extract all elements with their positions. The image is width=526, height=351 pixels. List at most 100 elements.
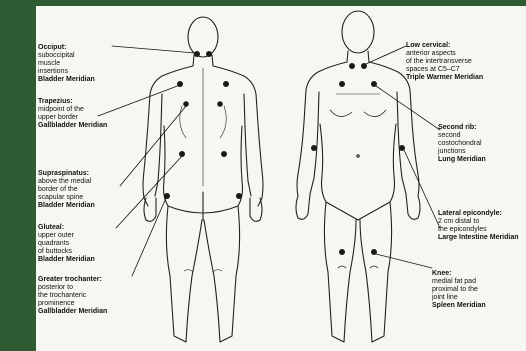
back-left-contour — [143, 55, 194, 206]
front-left-breast — [330, 110, 352, 117]
front-torso-left — [320, 124, 326, 202]
label-supraspinatus-title: Supraspinatus: — [38, 170, 95, 178]
label-low-cervical-line3: spaces at C5–C7 — [406, 66, 483, 74]
label-second-rib-line3: junctions — [438, 148, 486, 156]
label-epicondyle-line1: 2 cm distal to — [438, 218, 524, 226]
label-epicondyle-title: Lateral epicondyle: — [438, 210, 524, 218]
label-trapezius: Trapezius: midpoint of the upper border … — [38, 98, 107, 130]
front-right-arm-inner — [397, 92, 406, 194]
back-right-knee — [213, 270, 222, 272]
label-knee: Knee: medial fat pad proximal to the joi… — [432, 270, 486, 310]
label-epicondyle-meridian: Large Intestine Meridian — [438, 234, 524, 242]
leader-low-cervical — [366, 46, 406, 64]
front-right-knee — [370, 266, 378, 268]
point-trochanter-left — [164, 193, 170, 199]
back-right-arm-inner — [244, 94, 251, 196]
front-figure — [296, 11, 420, 342]
front-left-leg — [324, 202, 356, 342]
leader-trapezius — [98, 85, 180, 116]
label-second-rib: Second rib: second costochondral junctio… — [438, 124, 486, 164]
front-head — [342, 11, 374, 53]
diagram-panel: Occiput: suboccipital muscle insertions … — [36, 6, 526, 351]
label-second-rib-title: Second rib: — [438, 124, 486, 132]
label-supraspinatus-line3: scapular spine — [38, 194, 95, 202]
front-right-leg — [360, 202, 392, 342]
label-trapezius-title: Trapezius: — [38, 98, 107, 106]
front-right-breast — [364, 110, 386, 117]
front-navel — [357, 155, 359, 157]
label-second-rib-meridian: Lung Meridian — [438, 156, 486, 164]
label-occiput-line3: insertions — [38, 68, 95, 76]
leader-second-rib — [376, 86, 440, 130]
point-cervical-left — [349, 63, 355, 69]
label-trochanter-line3: prominence — [38, 300, 118, 308]
label-second-rib-line2: costochondral — [438, 140, 486, 148]
label-low-cervical-title: Low cervical: — [406, 42, 483, 50]
label-low-cervical-line1: anterior aspects — [406, 50, 483, 58]
back-left-leg — [166, 206, 202, 342]
label-trochanter-title: Greater trochanter: — [38, 276, 118, 284]
leader-gluteal — [116, 156, 182, 228]
label-low-cervical-line2: of the intertransverse — [406, 58, 483, 66]
point-occiput-right — [206, 51, 212, 57]
point-trapezius-right — [223, 81, 229, 87]
front-right-hand — [406, 194, 420, 219]
label-knee-line2: proximal to the — [432, 286, 486, 294]
label-knee-line1: medial fat pad — [432, 278, 486, 286]
label-trapezius-line2: upper border — [38, 114, 107, 122]
point-rib-left — [339, 81, 345, 87]
front-torso-right — [390, 124, 396, 202]
frame-left-bar — [0, 0, 36, 351]
point-knee-left — [339, 249, 345, 255]
point-trochanter-right — [236, 193, 242, 199]
label-occiput: Occiput: suboccipital muscle insertions … — [38, 44, 95, 84]
leader-lines — [98, 46, 440, 276]
point-supraspinatus-right — [217, 101, 223, 107]
label-trochanter-meridian: Gallbladder Meridian — [38, 308, 118, 316]
label-epicondyle-line2: the epicondyles — [438, 226, 524, 234]
front-left-arm-inner — [310, 92, 319, 194]
point-occiput-left — [194, 51, 200, 57]
leader-occiput — [112, 46, 195, 53]
label-gluteal-title: Gluteal: — [38, 224, 95, 232]
leader-knee — [376, 254, 432, 268]
label-supraspinatus-line1: above the medial — [38, 178, 95, 186]
back-right-scapula — [220, 106, 226, 138]
label-occiput-line2: muscle — [38, 60, 95, 68]
label-supraspinatus: Supraspinatus: above the medial border o… — [38, 170, 95, 210]
label-lateral-epicondyle: Lateral epicondyle: 2 cm distal to the e… — [438, 210, 524, 242]
label-gluteal: Gluteal: upper outer quadrants of buttoc… — [38, 224, 95, 264]
label-trochanter: Greater trochanter: posterior to the tro… — [38, 276, 118, 316]
leader-trochanter — [132, 198, 166, 276]
label-trapezius-meridian: Gallbladder Meridian — [38, 122, 107, 130]
front-left-knee — [338, 266, 346, 268]
label-knee-line3: joint line — [432, 294, 486, 302]
label-supraspinatus-meridian: Bladder Meridian — [38, 202, 95, 210]
label-occiput-title: Occiput: — [38, 44, 95, 52]
label-knee-title: Knee: — [432, 270, 486, 278]
point-epicondyle-left — [311, 145, 317, 151]
back-left-scapula — [180, 106, 186, 138]
label-knee-meridian: Spleen Meridian — [432, 302, 486, 310]
label-occiput-meridian: Bladder Meridian — [38, 76, 95, 84]
label-occiput-line1: suboccipital — [38, 52, 95, 60]
label-gluteal-line2: quadrants — [38, 240, 95, 248]
label-gluteal-line1: upper outer — [38, 232, 95, 240]
point-gluteal-right — [221, 151, 227, 157]
label-low-cervical: Low cervical: anterior aspects of the in… — [406, 42, 483, 82]
back-right-leg — [204, 206, 240, 342]
label-trapezius-line1: midpoint of the — [38, 106, 107, 114]
label-second-rib-line1: second — [438, 132, 486, 140]
label-trochanter-line2: the trochanteric — [38, 292, 118, 300]
label-gluteal-line3: of buttocks — [38, 248, 95, 256]
front-left-hand — [296, 194, 310, 219]
back-head — [188, 17, 218, 57]
front-pelvis — [326, 202, 390, 220]
back-left-knee — [184, 270, 193, 272]
tender-points — [164, 51, 405, 255]
back-right-contour — [212, 55, 263, 206]
label-gluteal-meridian: Bladder Meridian — [38, 256, 95, 264]
leader-supraspinatus — [120, 106, 186, 186]
label-supraspinatus-line2: border of the — [38, 186, 95, 194]
